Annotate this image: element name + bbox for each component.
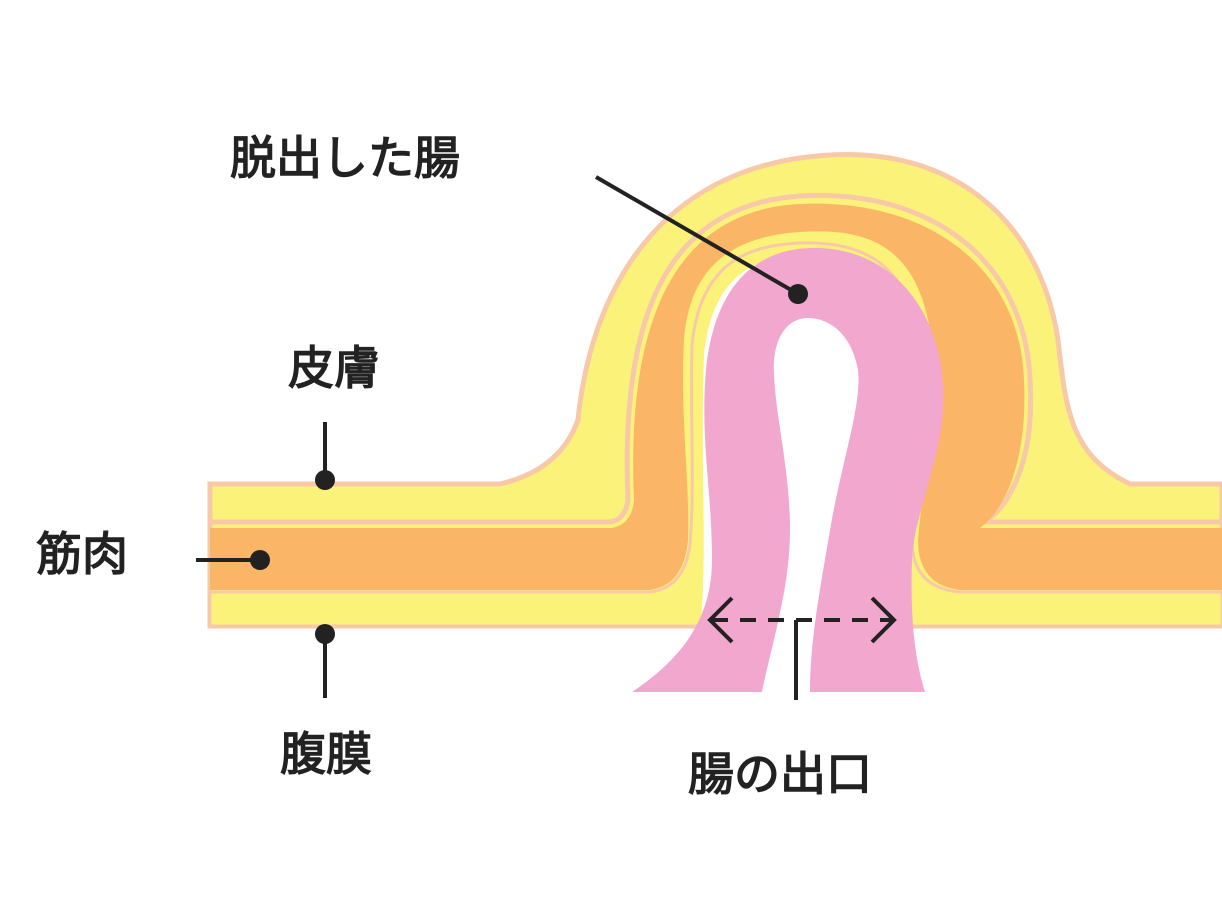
intestine-leader-dot (788, 284, 808, 304)
outlet-arrowhead-right (870, 596, 897, 644)
label-muscle: 筋肉 (36, 527, 128, 581)
label-skin: 皮膚 (288, 341, 380, 395)
skin-inner-line (210, 192, 1222, 525)
skin-leader-dot (315, 470, 335, 490)
label-intestine-outlet: 腸の出口 (688, 747, 872, 801)
intestine-leader-line (594, 175, 800, 296)
label-peritoneum: 腹膜 (280, 727, 372, 781)
outlet-arrowhead-left (707, 596, 734, 644)
muscle-layer (210, 203, 1222, 590)
intestine (632, 247, 944, 692)
muscle-leader-dot (250, 550, 270, 570)
label-protruded-intestine: 脱出した腸 (230, 131, 460, 185)
